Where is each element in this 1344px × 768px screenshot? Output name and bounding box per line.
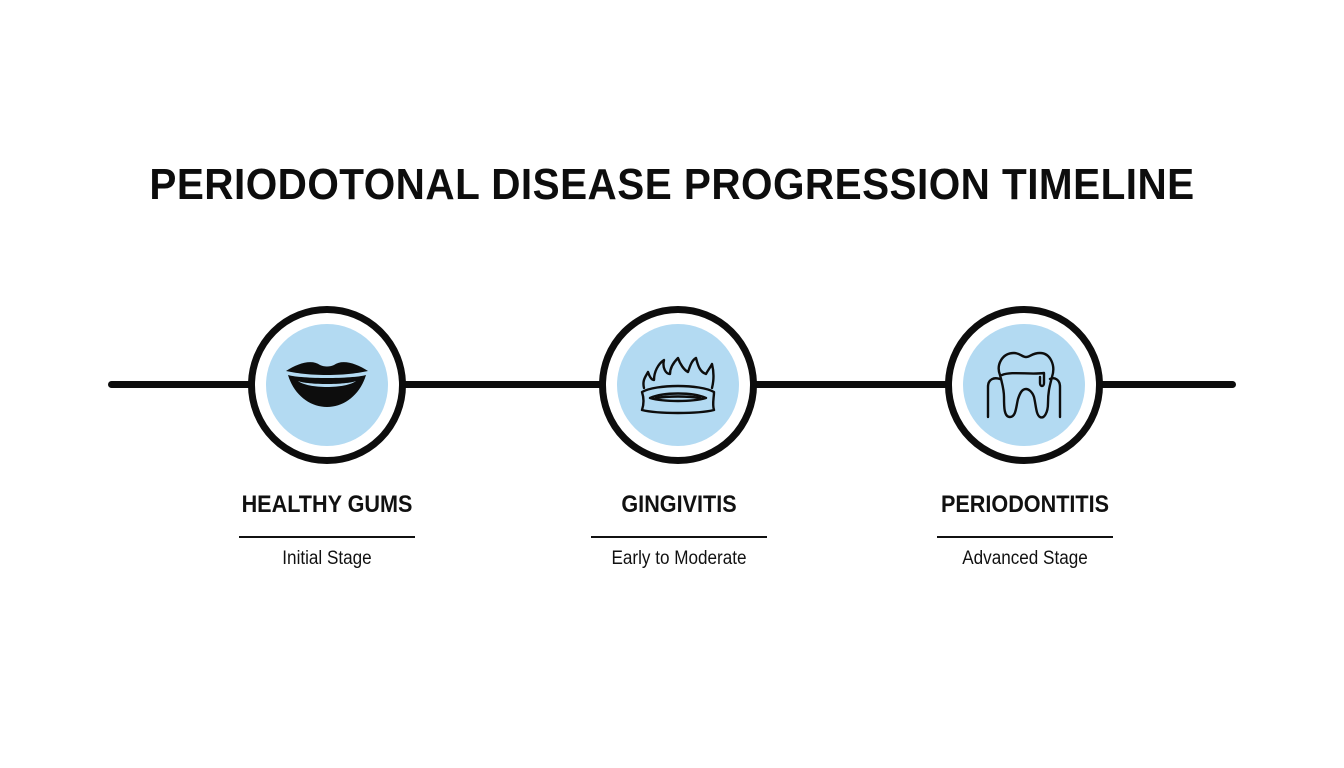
stage-node-healthy-gums — [248, 306, 406, 464]
page-title: PERIODOTONAL DISEASE PROGRESSION TIMELIN… — [149, 160, 1195, 209]
stage-name: HEALTHY GUMS — [241, 491, 413, 518]
divider — [591, 536, 767, 538]
smiling-lips-icon — [286, 362, 368, 407]
stage-label-healthy-gums: HEALTHY GUMS Initial Stage — [207, 488, 447, 570]
divider — [239, 536, 415, 538]
stage-subtitle: Early to Moderate — [611, 548, 747, 569]
stage-node-periodontitis — [945, 306, 1103, 464]
stage-node-gingivitis — [599, 306, 757, 464]
stage-label-periodontitis: PERIODONTITIS Advanced Stage — [905, 488, 1145, 570]
icon-background — [266, 324, 388, 446]
tooth-gum-recession-icon — [986, 351, 1062, 419]
icon-background — [617, 324, 739, 446]
icon-background — [963, 324, 1085, 446]
stage-subtitle: Advanced Stage — [962, 548, 1088, 569]
stage-name: GINGIVITIS — [621, 491, 737, 518]
inflamed-gums-icon — [640, 356, 716, 415]
divider — [937, 536, 1113, 538]
stage-subtitle: Initial Stage — [282, 548, 372, 569]
stage-label-gingivitis: GINGIVITIS Early to Moderate — [559, 488, 799, 570]
stage-name: PERIODONTITIS — [940, 491, 1110, 518]
